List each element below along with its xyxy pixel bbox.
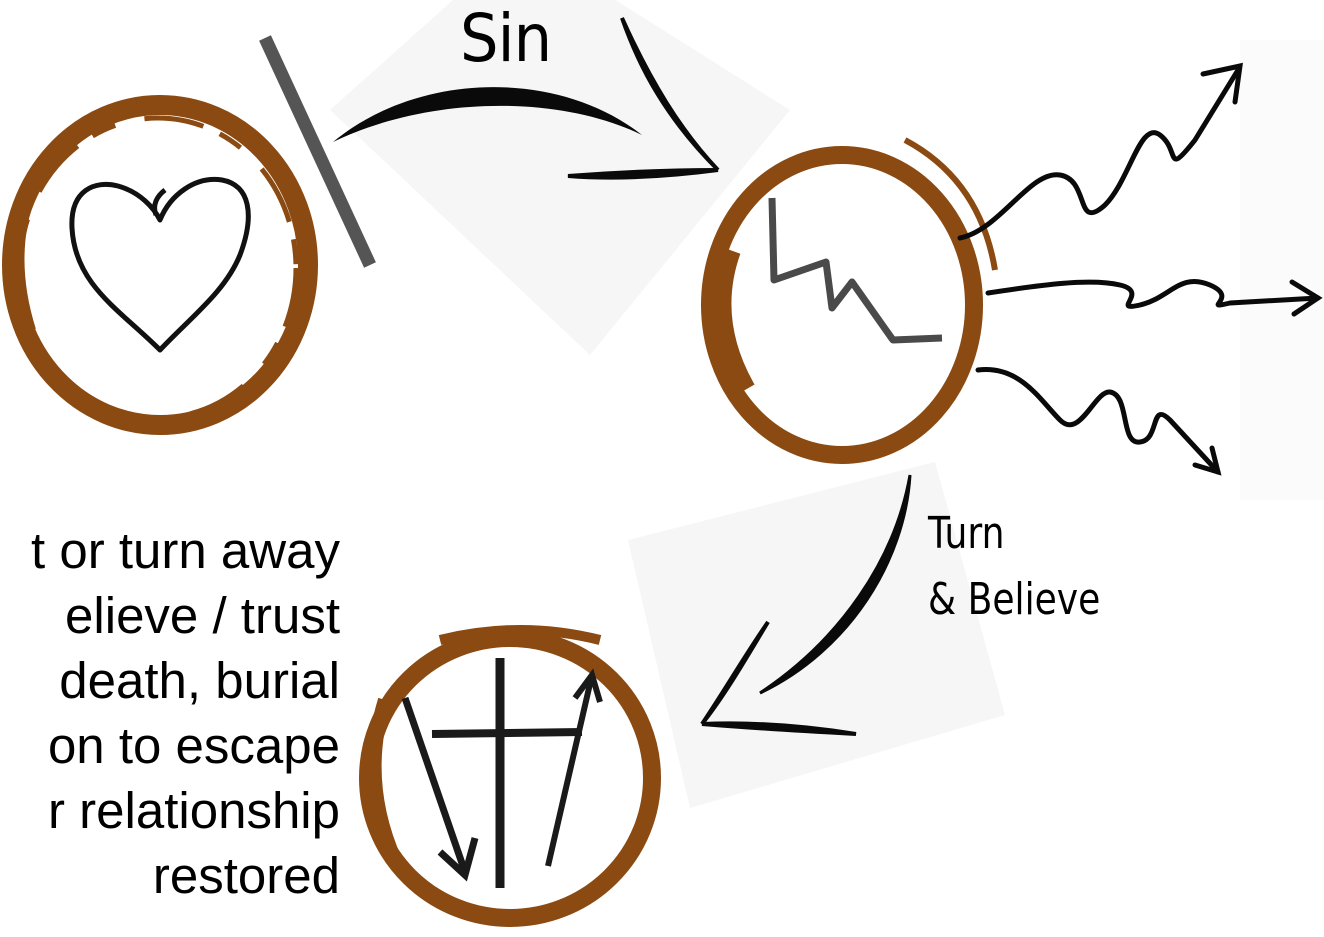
body-text-line: r relationship: [0, 778, 340, 843]
cross-with-arrows-icon: [405, 658, 600, 888]
barrier-line: [265, 38, 370, 265]
heart-icon: [72, 179, 248, 350]
believe-label: & Believe: [928, 574, 1100, 625]
turn-label: Turn: [928, 508, 1005, 559]
squiggle-arrow-up: [960, 66, 1240, 238]
squiggle-arrow-down: [978, 370, 1218, 472]
right-panel: [1240, 40, 1324, 500]
broken-line-icon: [772, 198, 942, 340]
sin-label: Sin: [460, 0, 551, 77]
body-text: t or turn away elieve / trust death, bur…: [0, 518, 340, 928]
heart-ring: [12, 105, 308, 425]
body-text-line: t or turn away: [0, 518, 340, 583]
restoration-ring: [368, 630, 652, 918]
body-text-line: on to escape: [0, 713, 340, 778]
separation-ring: [710, 140, 995, 455]
body-text-line: death, burial: [0, 648, 340, 713]
body-text-line: elieve / trust: [0, 583, 340, 648]
body-text-line: restored: [0, 843, 340, 908]
